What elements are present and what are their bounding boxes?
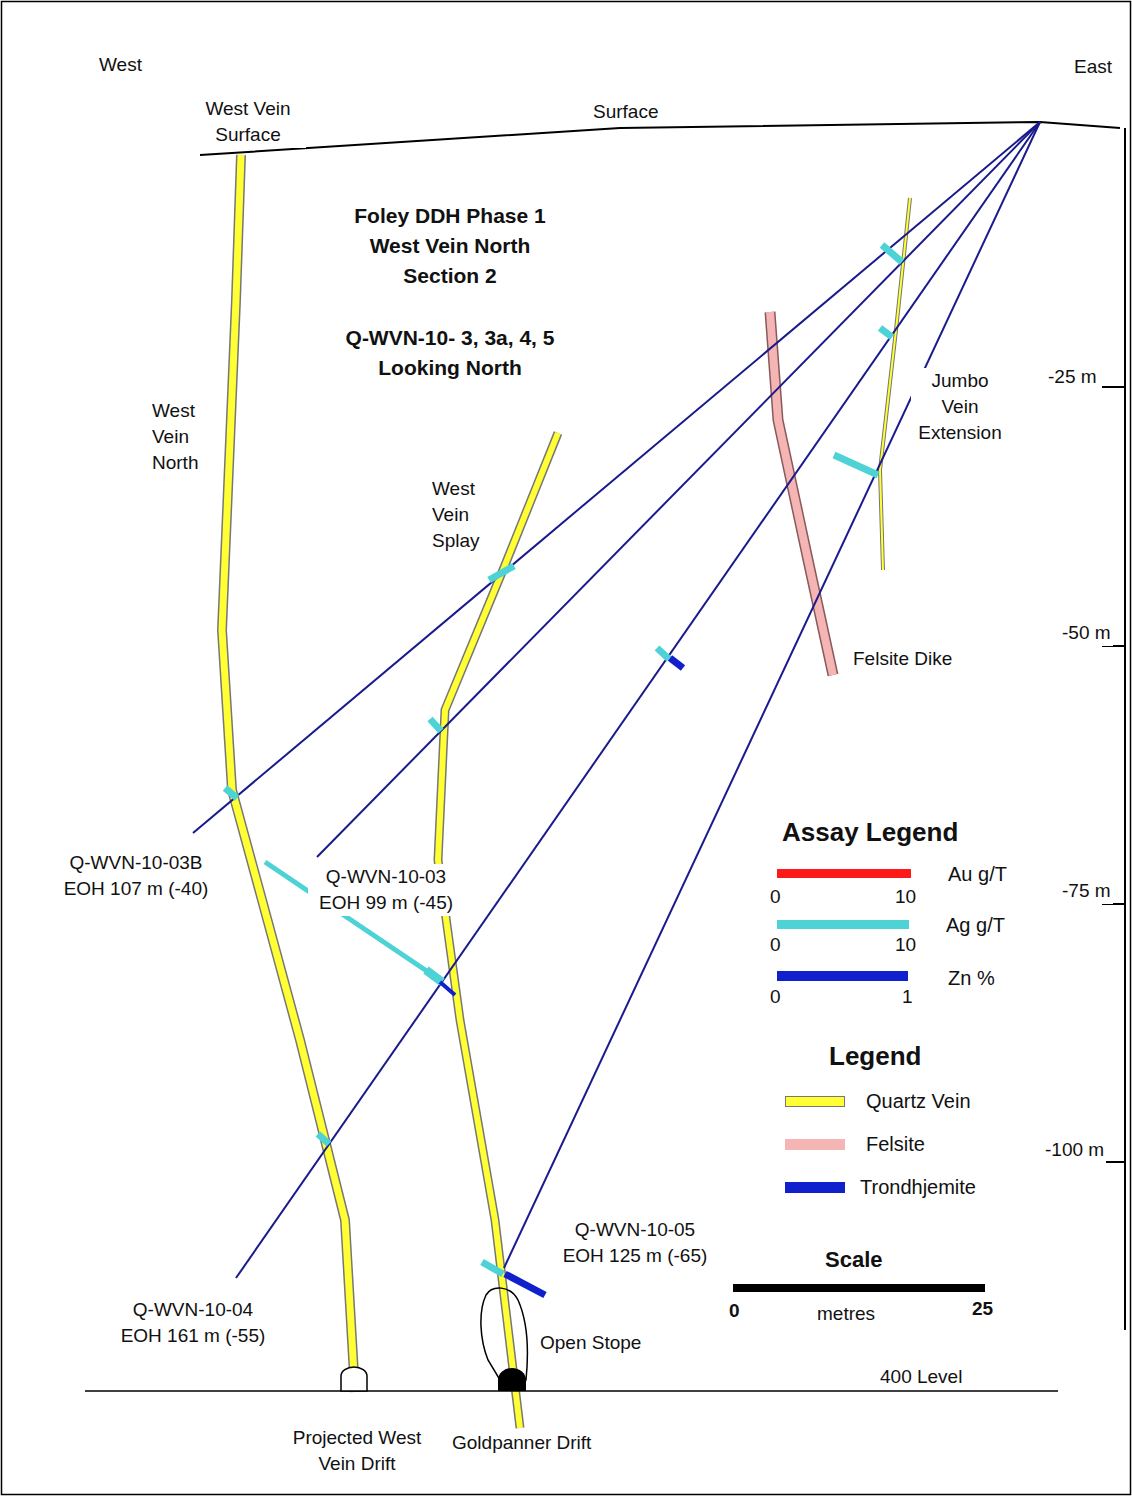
vein-label: Jumbo Vein Extension — [911, 368, 1009, 446]
legend-swatch — [777, 920, 909, 929]
surface-label: Surface — [591, 99, 660, 125]
depth-label: -100 m — [1043, 1137, 1106, 1163]
depth-label: -75 m — [1060, 878, 1113, 904]
legend-text: Quartz Vein — [864, 1088, 973, 1114]
hole-label: Q-WVN-10-05 EOH 125 m (-65) — [557, 1217, 713, 1269]
drill-holes — [193, 122, 1040, 1278]
legend-swatch — [785, 1182, 845, 1193]
scale-number: 0 — [727, 1298, 742, 1324]
vein-label: West Vein Surface — [190, 96, 306, 148]
scale-heading: Scale — [823, 1246, 885, 1274]
legend-text: Zn % — [946, 965, 997, 991]
depth-label: -50 m — [1060, 620, 1113, 646]
hole-list: Q-WVN-10- 3, 3a, 4, 5 Looking North — [308, 323, 592, 383]
hole-label: Q-WVN-10-03 EOH 99 m (-45) — [308, 864, 464, 916]
hole-label: Q-WVN-10-03B EOH 107 m (-40) — [58, 850, 214, 902]
scale-number: 0 — [768, 984, 783, 1010]
vein-label: West Vein Splay — [430, 476, 496, 554]
legend-heading: Assay Legend — [780, 816, 960, 848]
legend-text: Au g/T — [946, 861, 1009, 887]
projected-drift — [341, 1367, 367, 1391]
assay-bars — [225, 245, 902, 1295]
scale-number: 1 — [900, 984, 915, 1010]
legend-text: Ag g/T — [944, 912, 1007, 938]
scale-number: 0 — [768, 884, 783, 910]
vein-label: West Vein North — [150, 398, 216, 476]
direction-label: East — [1072, 54, 1114, 80]
drift-label: Goldpanner Drift — [450, 1430, 593, 1456]
legend-swatch — [777, 971, 908, 981]
level-line — [85, 1390, 1058, 1392]
legend-swatch — [777, 869, 911, 878]
section-title: Foley DDH Phase 1 West Vein North Sectio… — [338, 201, 562, 291]
direction-label: West — [97, 52, 144, 78]
drift — [498, 1368, 526, 1391]
scale-number: 0 — [768, 932, 783, 958]
dike-label: Felsite Dike — [851, 646, 954, 672]
scale-number: 10 — [893, 932, 918, 958]
legend-heading: Legend — [827, 1040, 923, 1072]
surface-line — [200, 122, 1120, 155]
scale-unit: metres — [815, 1301, 877, 1327]
scale-number: 25 — [970, 1296, 995, 1322]
legend-swatch — [785, 1139, 845, 1150]
scale-number: 10 — [893, 884, 918, 910]
drift-label: Projected West Vein Drift — [285, 1425, 429, 1477]
legend-text: Trondhjemite — [858, 1174, 978, 1200]
stope-label: Open Stope — [538, 1330, 643, 1356]
hole-label: Q-WVN-10-04 EOH 161 m (-55) — [115, 1297, 271, 1349]
level-label: 400 Level — [878, 1364, 964, 1390]
depth-label: -25 m — [1046, 364, 1099, 390]
scale-bar — [733, 1284, 985, 1292]
legend-swatch — [785, 1096, 845, 1107]
felsite-dike — [770, 312, 833, 675]
open-stope — [481, 1288, 527, 1380]
legend-text: Felsite — [864, 1131, 927, 1157]
felsite-dike — [770, 312, 833, 675]
quartz-veins — [222, 155, 910, 1428]
